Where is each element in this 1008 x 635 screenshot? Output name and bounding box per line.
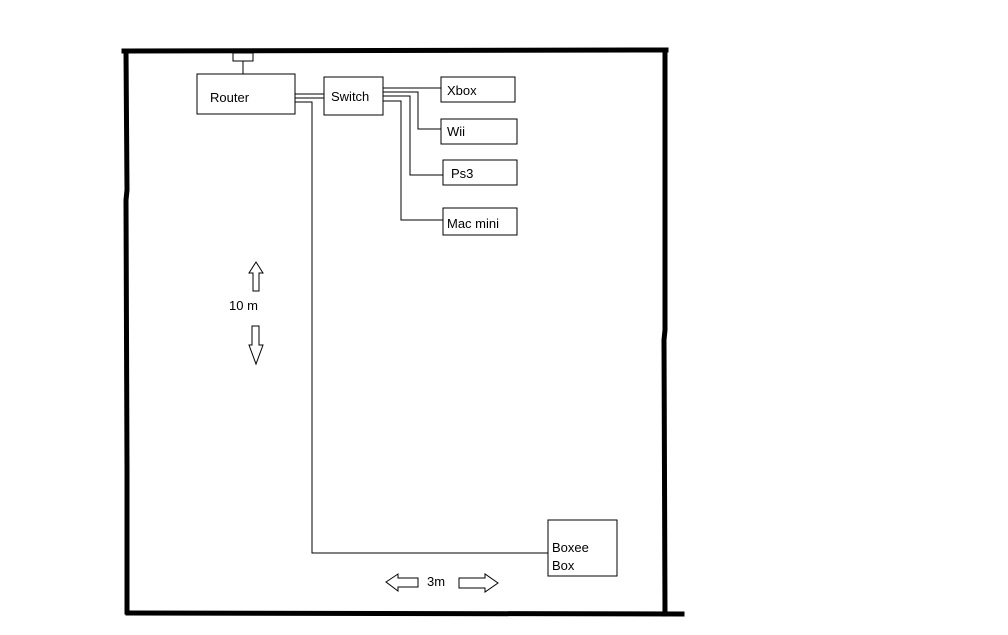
arrow-right-icon — [458, 573, 499, 593]
right-wall — [661, 47, 668, 617]
link-router-boxee — [295, 101, 548, 554]
router-antenna — [232, 52, 254, 62]
ps3-label: Ps3 — [451, 166, 473, 181]
arrow-left-icon — [385, 573, 419, 592]
bottom-wall — [125, 610, 685, 617]
wii-box — [440, 118, 518, 145]
macmini-box — [442, 207, 518, 236]
macmini-label: Mac mini — [447, 216, 499, 231]
connections — [295, 87, 548, 554]
boxee-label-line2: Box — [552, 558, 575, 573]
ps3-box — [442, 159, 518, 186]
boxee-label-line1: Boxee — [552, 540, 589, 555]
left-wall — [123, 48, 130, 615]
router-label: Router — [210, 90, 250, 105]
link-switch-macmini — [383, 100, 443, 221]
boxee-box — [547, 519, 618, 577]
top-wall — [121, 47, 669, 54]
wii-label: Wii — [447, 124, 465, 139]
arrow-down-icon — [248, 325, 264, 366]
room-walls — [121, 47, 685, 617]
link-switch-ps3 — [383, 95, 443, 176]
xbox-label: Xbox — [447, 83, 477, 98]
link-switch-wii — [383, 91, 441, 130]
switch-box — [323, 76, 384, 116]
switch-label: Switch — [331, 89, 369, 104]
arrow-up-icon — [248, 261, 264, 292]
horizontal-dimension-label: 3m — [427, 574, 445, 589]
xbox-box — [440, 76, 516, 103]
router-box — [196, 73, 296, 115]
vertical-dimension-label: 10 m — [229, 298, 258, 313]
